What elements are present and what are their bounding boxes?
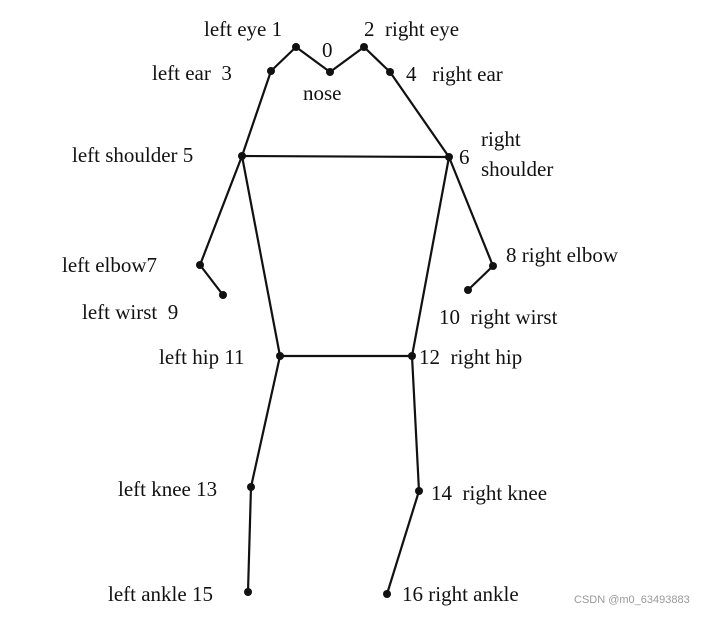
label-right-hip: 12 right hip	[419, 345, 522, 369]
edge-left-eye-left-ear	[269, 45, 298, 73]
keypoint-16-right-ankle	[383, 590, 391, 598]
keypoint-6-right-shoulder	[445, 153, 453, 161]
keypoint-13-left-knee	[247, 483, 255, 491]
edge-left-shoulder-left-hip	[240, 154, 282, 358]
label-right-wrist: 10 right wirst	[439, 305, 558, 329]
label-left-ear: left ear 3	[152, 61, 232, 85]
label-right-elbow: 8 right elbow	[506, 243, 619, 267]
keypoint-1-left-eye	[292, 43, 300, 51]
keypoint-0-nose	[326, 68, 334, 76]
edge-right-ear-right-shoulder	[388, 70, 451, 159]
keypoint-7-left-elbow	[196, 261, 204, 269]
keypoint-15-left-ankle	[244, 588, 252, 596]
keypoint-dots	[196, 43, 497, 598]
label-left-hip: left hip 11	[159, 345, 245, 369]
keypoint-10-right-wrist	[464, 286, 472, 294]
label-right-shoulder-line2: shoulder	[481, 157, 553, 181]
label-left-shoulder: left shoulder 5	[72, 143, 193, 167]
label-right-shoulder-line1: right	[481, 127, 521, 151]
edge-shoulders	[240, 154, 451, 159]
edge-left-shoulder-left-elbow	[198, 154, 244, 267]
label-right-ankle: 16 right ankle	[402, 582, 519, 606]
label-nose-number: 0	[322, 38, 333, 62]
label-left-wrist: left wirst 9	[82, 300, 178, 324]
keypoint-labels: left eye 1 2 right eye 0 nose left ear 3…	[62, 17, 619, 606]
label-left-elbow: left elbow7	[62, 253, 157, 277]
edge-left-hip-left-knee	[249, 354, 282, 489]
skeleton-edges	[198, 45, 495, 596]
edge-right-shoulder-right-hip	[410, 155, 451, 358]
edge-left-ear-left-shoulder	[240, 69, 273, 158]
keypoint-5-left-shoulder	[238, 152, 246, 160]
edge-right-knee-right-ankle	[385, 489, 421, 596]
keypoint-2-right-eye	[360, 43, 368, 51]
keypoint-12-right-hip	[408, 352, 416, 360]
edge-right-eye-right-ear	[362, 45, 392, 74]
edge-nose-right-eye	[328, 45, 366, 74]
label-right-ear: 4 right ear	[406, 62, 503, 86]
label-nose: nose	[303, 81, 342, 105]
label-left-eye: left eye 1	[204, 17, 282, 41]
keypoint-4-right-ear	[386, 68, 394, 76]
label-right-shoulder-number: 6	[459, 145, 470, 169]
keypoint-8-right-elbow	[489, 262, 497, 270]
edge-right-hip-right-knee	[410, 354, 421, 493]
label-left-knee: left knee 13	[118, 477, 217, 501]
edge-left-eye-nose	[294, 45, 332, 74]
label-right-knee: 14 right knee	[431, 481, 547, 505]
watermark: CSDN @m0_63493883	[574, 594, 690, 606]
edge-right-shoulder-right-elbow	[447, 155, 495, 268]
keypoint-3-left-ear	[267, 67, 275, 75]
label-right-eye: 2 right eye	[364, 17, 459, 41]
edge-left-knee-left-ankle	[246, 485, 253, 594]
edge-left-elbow-left-wrist	[198, 263, 225, 297]
label-left-ankle: left ankle 15	[108, 582, 213, 606]
keypoint-11-left-hip	[276, 352, 284, 360]
keypoint-9-left-wrist	[219, 291, 227, 299]
edge-right-elbow-right-wrist	[466, 264, 495, 292]
keypoint-14-right-knee	[415, 487, 423, 495]
